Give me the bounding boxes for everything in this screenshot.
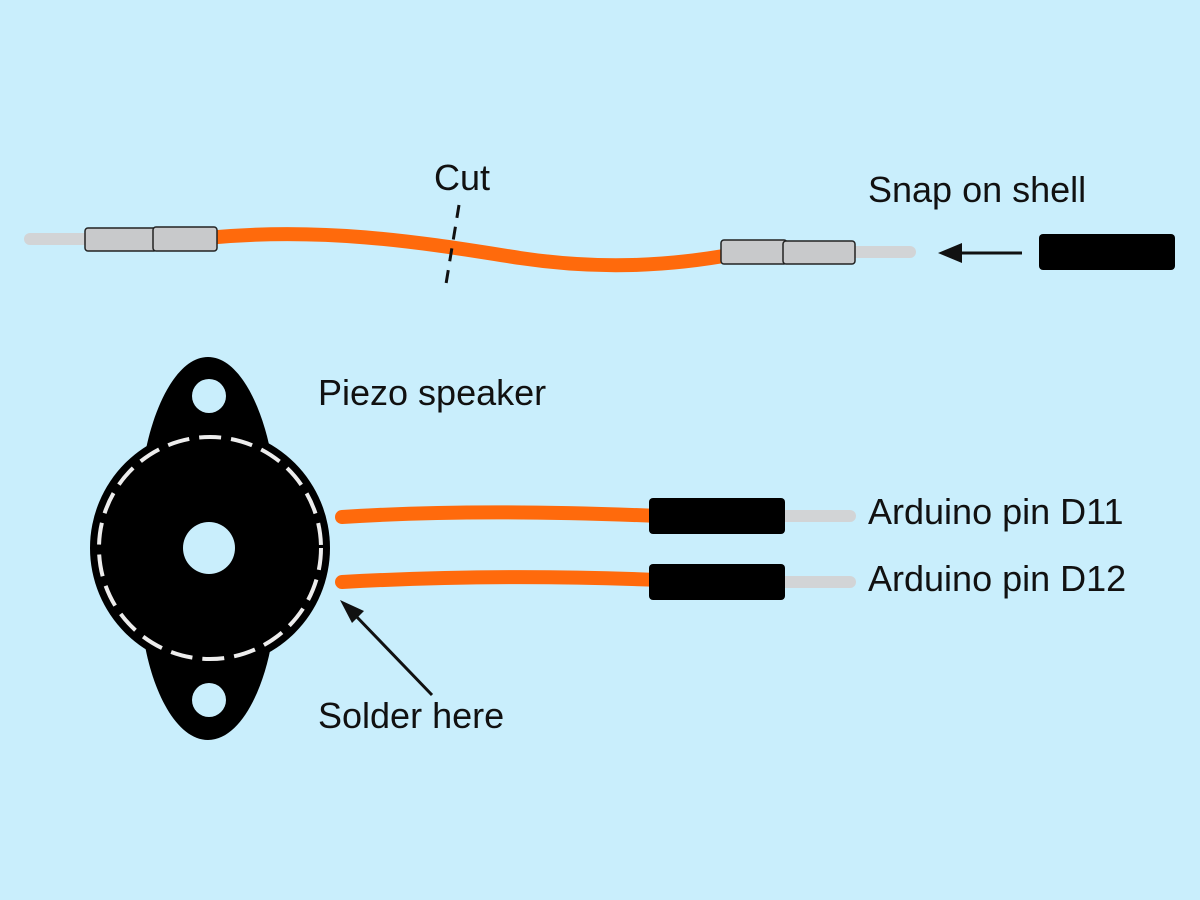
snap-on-shell-label: Snap on shell (868, 169, 1086, 210)
orange-wire (198, 227, 742, 273)
cut-label: Cut (434, 157, 490, 198)
pin-d12-label: Arduino pin D12 (868, 558, 1126, 599)
mounting-hole-top (192, 379, 226, 413)
cut-line (443, 204, 461, 291)
arrow-up-left-icon (340, 600, 434, 697)
jumper-wire-assembly (24, 204, 916, 291)
d11-orange-wire (335, 505, 667, 524)
piezo-speaker-label: Piezo speaker (318, 372, 546, 413)
right-crimp-sleeve-outer (782, 240, 856, 265)
black-shell-housing (1039, 234, 1175, 270)
mounting-hole-bottom (192, 683, 226, 717)
piezo-dashed-ring (97, 435, 323, 661)
right-crimp-sleeve-inner (720, 239, 788, 265)
d11-black-housing (649, 498, 785, 534)
piezo-speaker-icon (90, 357, 330, 740)
arrow-left-icon (938, 243, 1022, 263)
piezo-center-hole (183, 522, 235, 574)
pin-d11-label: Arduino pin D11 (868, 491, 1124, 532)
left-crimp-sleeve-outer (84, 227, 158, 252)
d12-orange-wire (335, 570, 667, 589)
left-crimp-sleeve-inner (152, 226, 218, 252)
speaker-lead-d11 (335, 498, 856, 534)
d12-black-housing (649, 564, 785, 600)
solder-here-label: Solder here (318, 695, 504, 736)
speaker-lead-d12 (335, 564, 856, 600)
